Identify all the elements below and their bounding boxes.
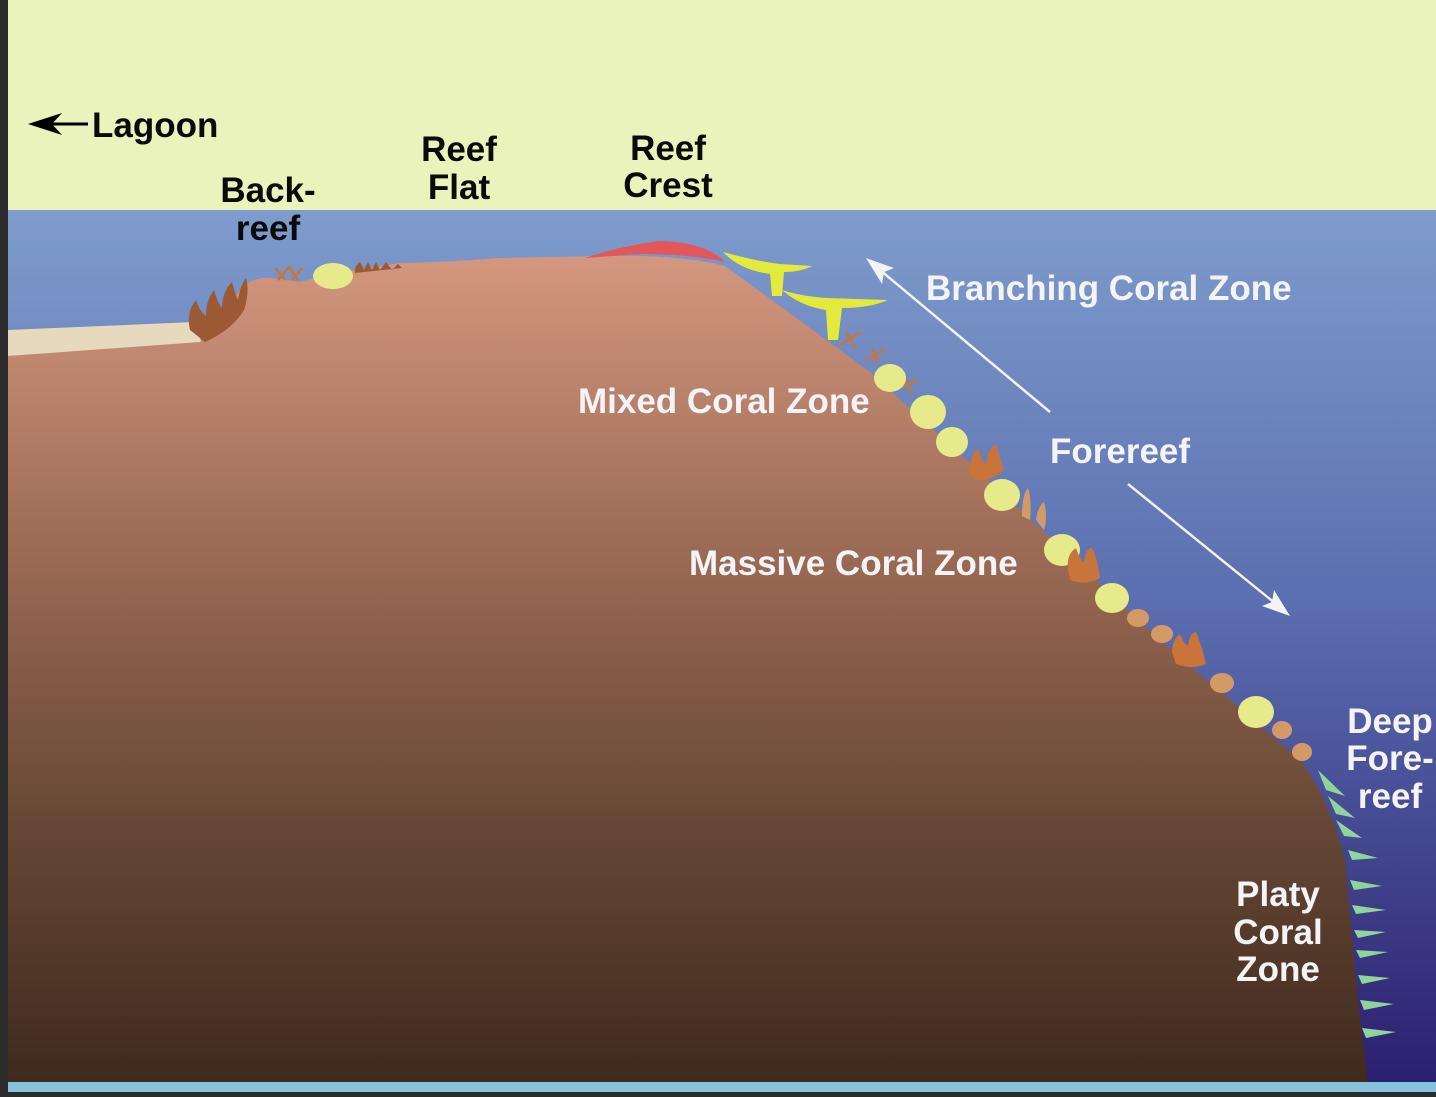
massive-corals [984,479,1312,761]
reef-flat-label-line1: Reef [421,130,497,169]
platy-zone-label-line2: Coral [1233,913,1322,952]
forereef-label: Forereef [1050,432,1190,471]
backreef-branching [274,265,303,281]
mixed-zone-label: Mixed Coral Zone [578,382,870,421]
branching-corals [723,252,888,340]
bottom-strip [8,1082,1436,1092]
lagoon-label: Lagoon [92,106,218,145]
platy-zone-label-line3: Zone [1236,950,1320,989]
mixed-corals [839,330,1004,481]
backreef-label-line1: Back- [220,171,315,210]
deep-forereef-label-line1: Deep [1347,702,1433,741]
reef-flat-label-line2: Flat [428,168,491,207]
reef-body [8,255,1368,1082]
backreef-corals [188,262,402,342]
arrow-left-icon [28,113,88,135]
platy-corals [1318,770,1396,1038]
deep-forereef-label-line3: reef [1358,777,1423,816]
sky-area [8,0,1436,212]
platy-zone-label-line1: Platy [1236,875,1320,914]
massive-zone-label: Massive Coral Zone [689,544,1018,583]
reef-crest-label-line2: Crest [623,166,713,205]
lagoon-sand [8,322,202,356]
crest-algae [585,241,725,262]
reef-crest-label-line1: Reef [630,129,706,168]
branching-zone-label: Branching Coral Zone [926,269,1292,308]
arrow-down-right-icon [1127,483,1290,616]
backreef-label-line2: reef [236,209,301,248]
arrow-up-left-icon [866,258,1051,413]
backreef-head-coral [313,263,353,289]
deep-forereef-label-line2: Fore- [1346,739,1434,778]
